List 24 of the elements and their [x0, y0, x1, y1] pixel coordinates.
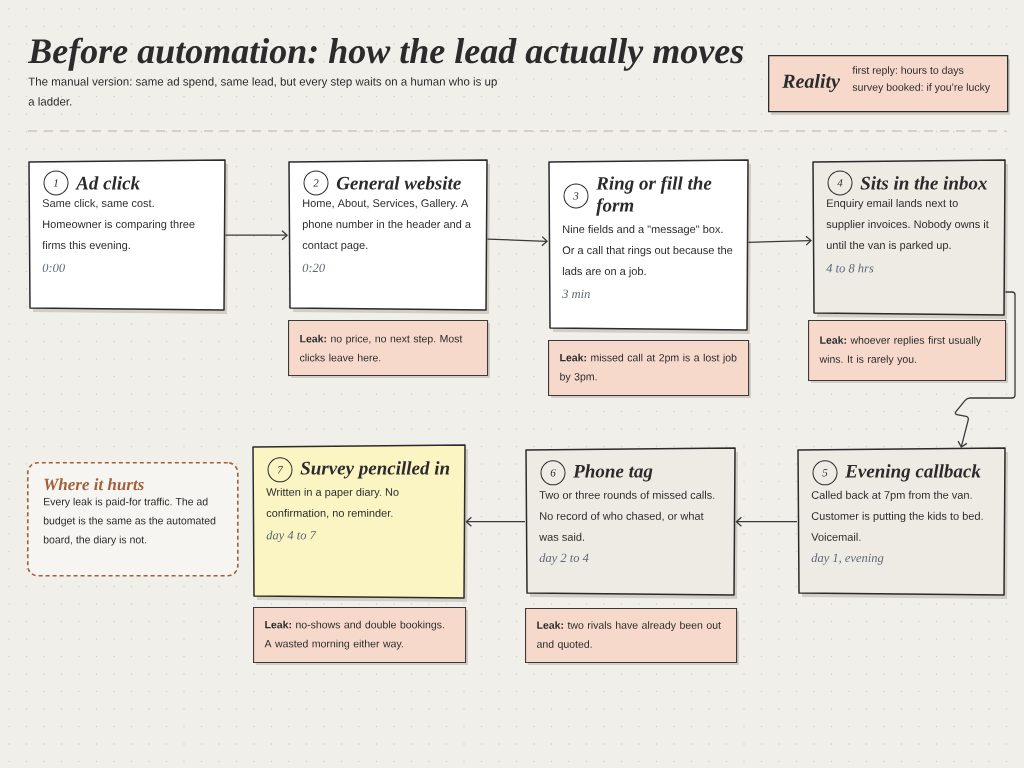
arrow	[465, 516, 526, 527]
time-text: 4 to 8 hrs	[826, 263, 874, 273]
note-box: Leak: no-shows and double bookings. A wasted morning either way.	[253, 607, 468, 665]
arrow	[735, 516, 798, 527]
arrow	[954, 291, 1016, 448]
card-text: Every leak is paid-for traffic. The ad budget is the same as the automated board, the diary is not.	[43, 497, 216, 546]
note-box: Leak: whoever replies first usually wins. It is rarely you.	[808, 320, 1008, 383]
note-text: first reply: hours to days	[852, 66, 964, 76]
note-box: Leak: missed call at 2pm is a lost job by 3pm.	[548, 340, 751, 398]
subtitle: The manual version: same ad spend, same lead, but every step waits on a human who is up a ladder.	[28, 77, 497, 106]
arrow	[486, 236, 548, 247]
card-text: Called back at 7pm from the van. Customer is putting the kids to bed. Voicemail.	[811, 490, 983, 541]
card-heading: Where it hurts	[44, 478, 144, 491]
note-heading: Reality	[782, 73, 841, 93]
time-text: day 1, evening	[811, 553, 884, 565]
arrow	[224, 230, 288, 241]
note-text: survey booked: if you’re lucky	[852, 83, 991, 93]
card-text: Enquiry email lands next to supplier invoices. Nobody owns it until the van is parked up.	[826, 199, 989, 252]
title: Before automation: how the lead actually moves	[27, 37, 744, 71]
note-box: Leak: two rivals have already been out and quoted.	[525, 608, 739, 665]
card-heading: Sits in the inbox	[860, 176, 987, 190]
card-heading: Evening callback	[845, 464, 981, 482]
arrow	[747, 235, 812, 246]
note-box: Leak: no price, no next step. Most clicks leave here.	[288, 320, 490, 378]
